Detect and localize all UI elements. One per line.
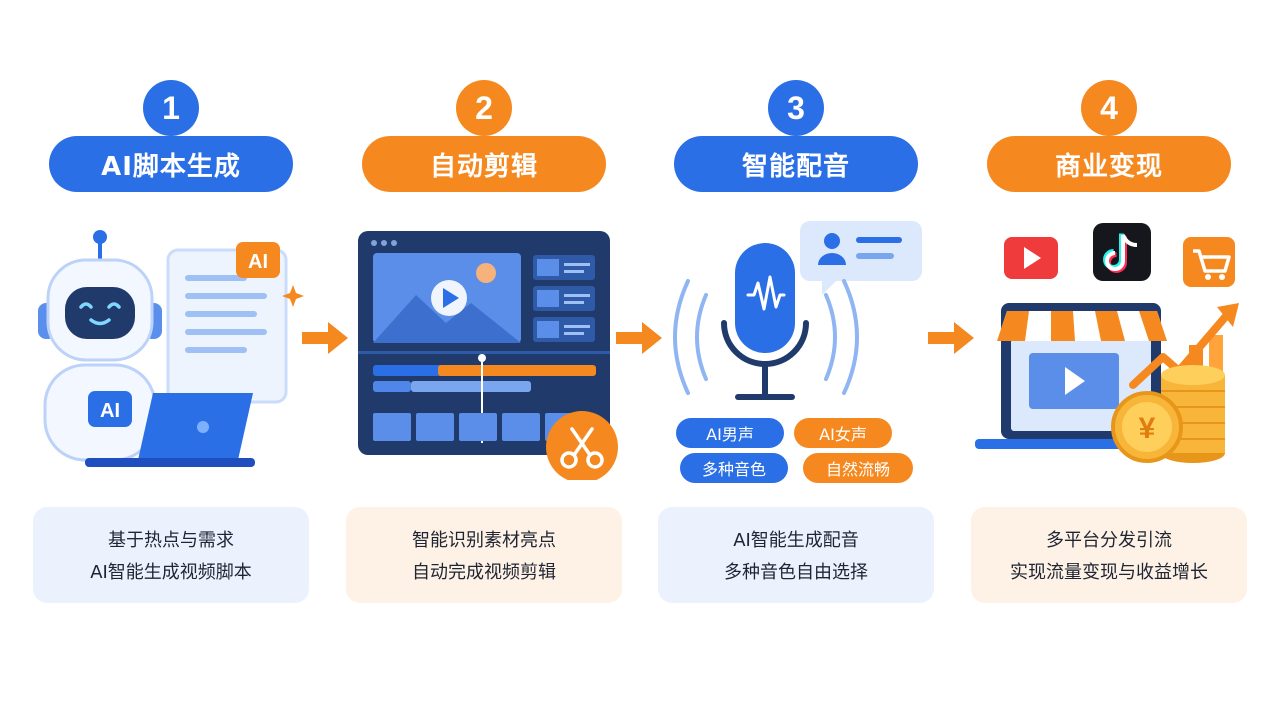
desc-line: AI智能生成配音 [733, 530, 859, 551]
document-icon [166, 248, 288, 404]
laptop-icon [85, 393, 255, 467]
step-desc-2: 智能识别素材亮点 自动完成视频剪辑 [346, 507, 622, 603]
step-number-3: 3 [768, 80, 824, 136]
desc-line: 多平台分发引流 [1046, 530, 1172, 551]
step-desc-1: 基于热点与需求 AI智能生成视频脚本 [33, 507, 309, 603]
desc-line: 智能识别素材亮点 [412, 530, 556, 551]
ai-badge: AI [236, 242, 280, 278]
voice-tag-female: AI女声 [794, 418, 892, 448]
ai-script-illustration: AI AI [38, 230, 304, 467]
microphone-icon [721, 243, 809, 400]
auto-edit-illustration [358, 231, 618, 480]
step-number-2: 2 [456, 80, 512, 136]
step-4: 4 商业变现 [971, 0, 1247, 720]
coins-icon: ¥ [1111, 365, 1225, 463]
sound-waves [673, 279, 859, 395]
step-title-3: 智能配音 [674, 136, 918, 192]
monetization-illustration: ¥ [975, 223, 1239, 463]
voiceover-illustration [673, 221, 922, 400]
step-2: 2 自动剪辑 [346, 0, 622, 720]
cart-icon [1183, 237, 1235, 287]
voice-tag-natural: 自然流畅 [803, 453, 913, 483]
step-desc-3: AI智能生成配音 多种音色自由选择 [658, 507, 934, 603]
robot-ai-label: AI [100, 400, 120, 422]
step-desc-4: 多平台分发引流 实现流量变现与收益增长 [971, 507, 1247, 603]
step-title-1: AI脚本生成 [49, 136, 293, 192]
robot-icon: AI [38, 230, 162, 462]
desc-line: 基于热点与需求 [108, 530, 234, 551]
sparkle-icon [282, 285, 304, 307]
desc-line: 自动完成视频剪辑 [412, 562, 556, 583]
step-title-2: 自动剪辑 [362, 136, 606, 192]
step-1: 1 AI脚本生成 AI AI [33, 0, 309, 720]
step-number-1: 1 [143, 80, 199, 136]
desc-line: AI智能生成视频脚本 [90, 562, 252, 583]
ai-badge-label: AI [248, 251, 268, 273]
desc-line: 多种音色自由选择 [724, 562, 868, 583]
currency-symbol: ¥ [1139, 412, 1156, 445]
step-title-4: 商业变现 [987, 136, 1231, 192]
video-editor-icon [358, 231, 610, 455]
speech-bubble-icon [800, 221, 922, 295]
scissors-icon [546, 411, 618, 480]
tiktok-icon [1093, 223, 1151, 281]
desc-line: 实现流量变现与收益增长 [1010, 562, 1208, 583]
voice-tag-male: AI男声 [676, 418, 784, 448]
arrow-right-icon [302, 322, 348, 354]
youtube-icon [1004, 237, 1058, 279]
step-number-4: 4 [1081, 80, 1137, 136]
arrow-right-icon [616, 322, 662, 354]
arrow-right-icon [928, 322, 974, 354]
step-3: 3 智能配音 AI男声 AI女声 多种音色 自然流畅 AI智能生成配音 多种音色… [658, 0, 934, 720]
voice-tag-multiple: 多种音色 [680, 453, 788, 483]
